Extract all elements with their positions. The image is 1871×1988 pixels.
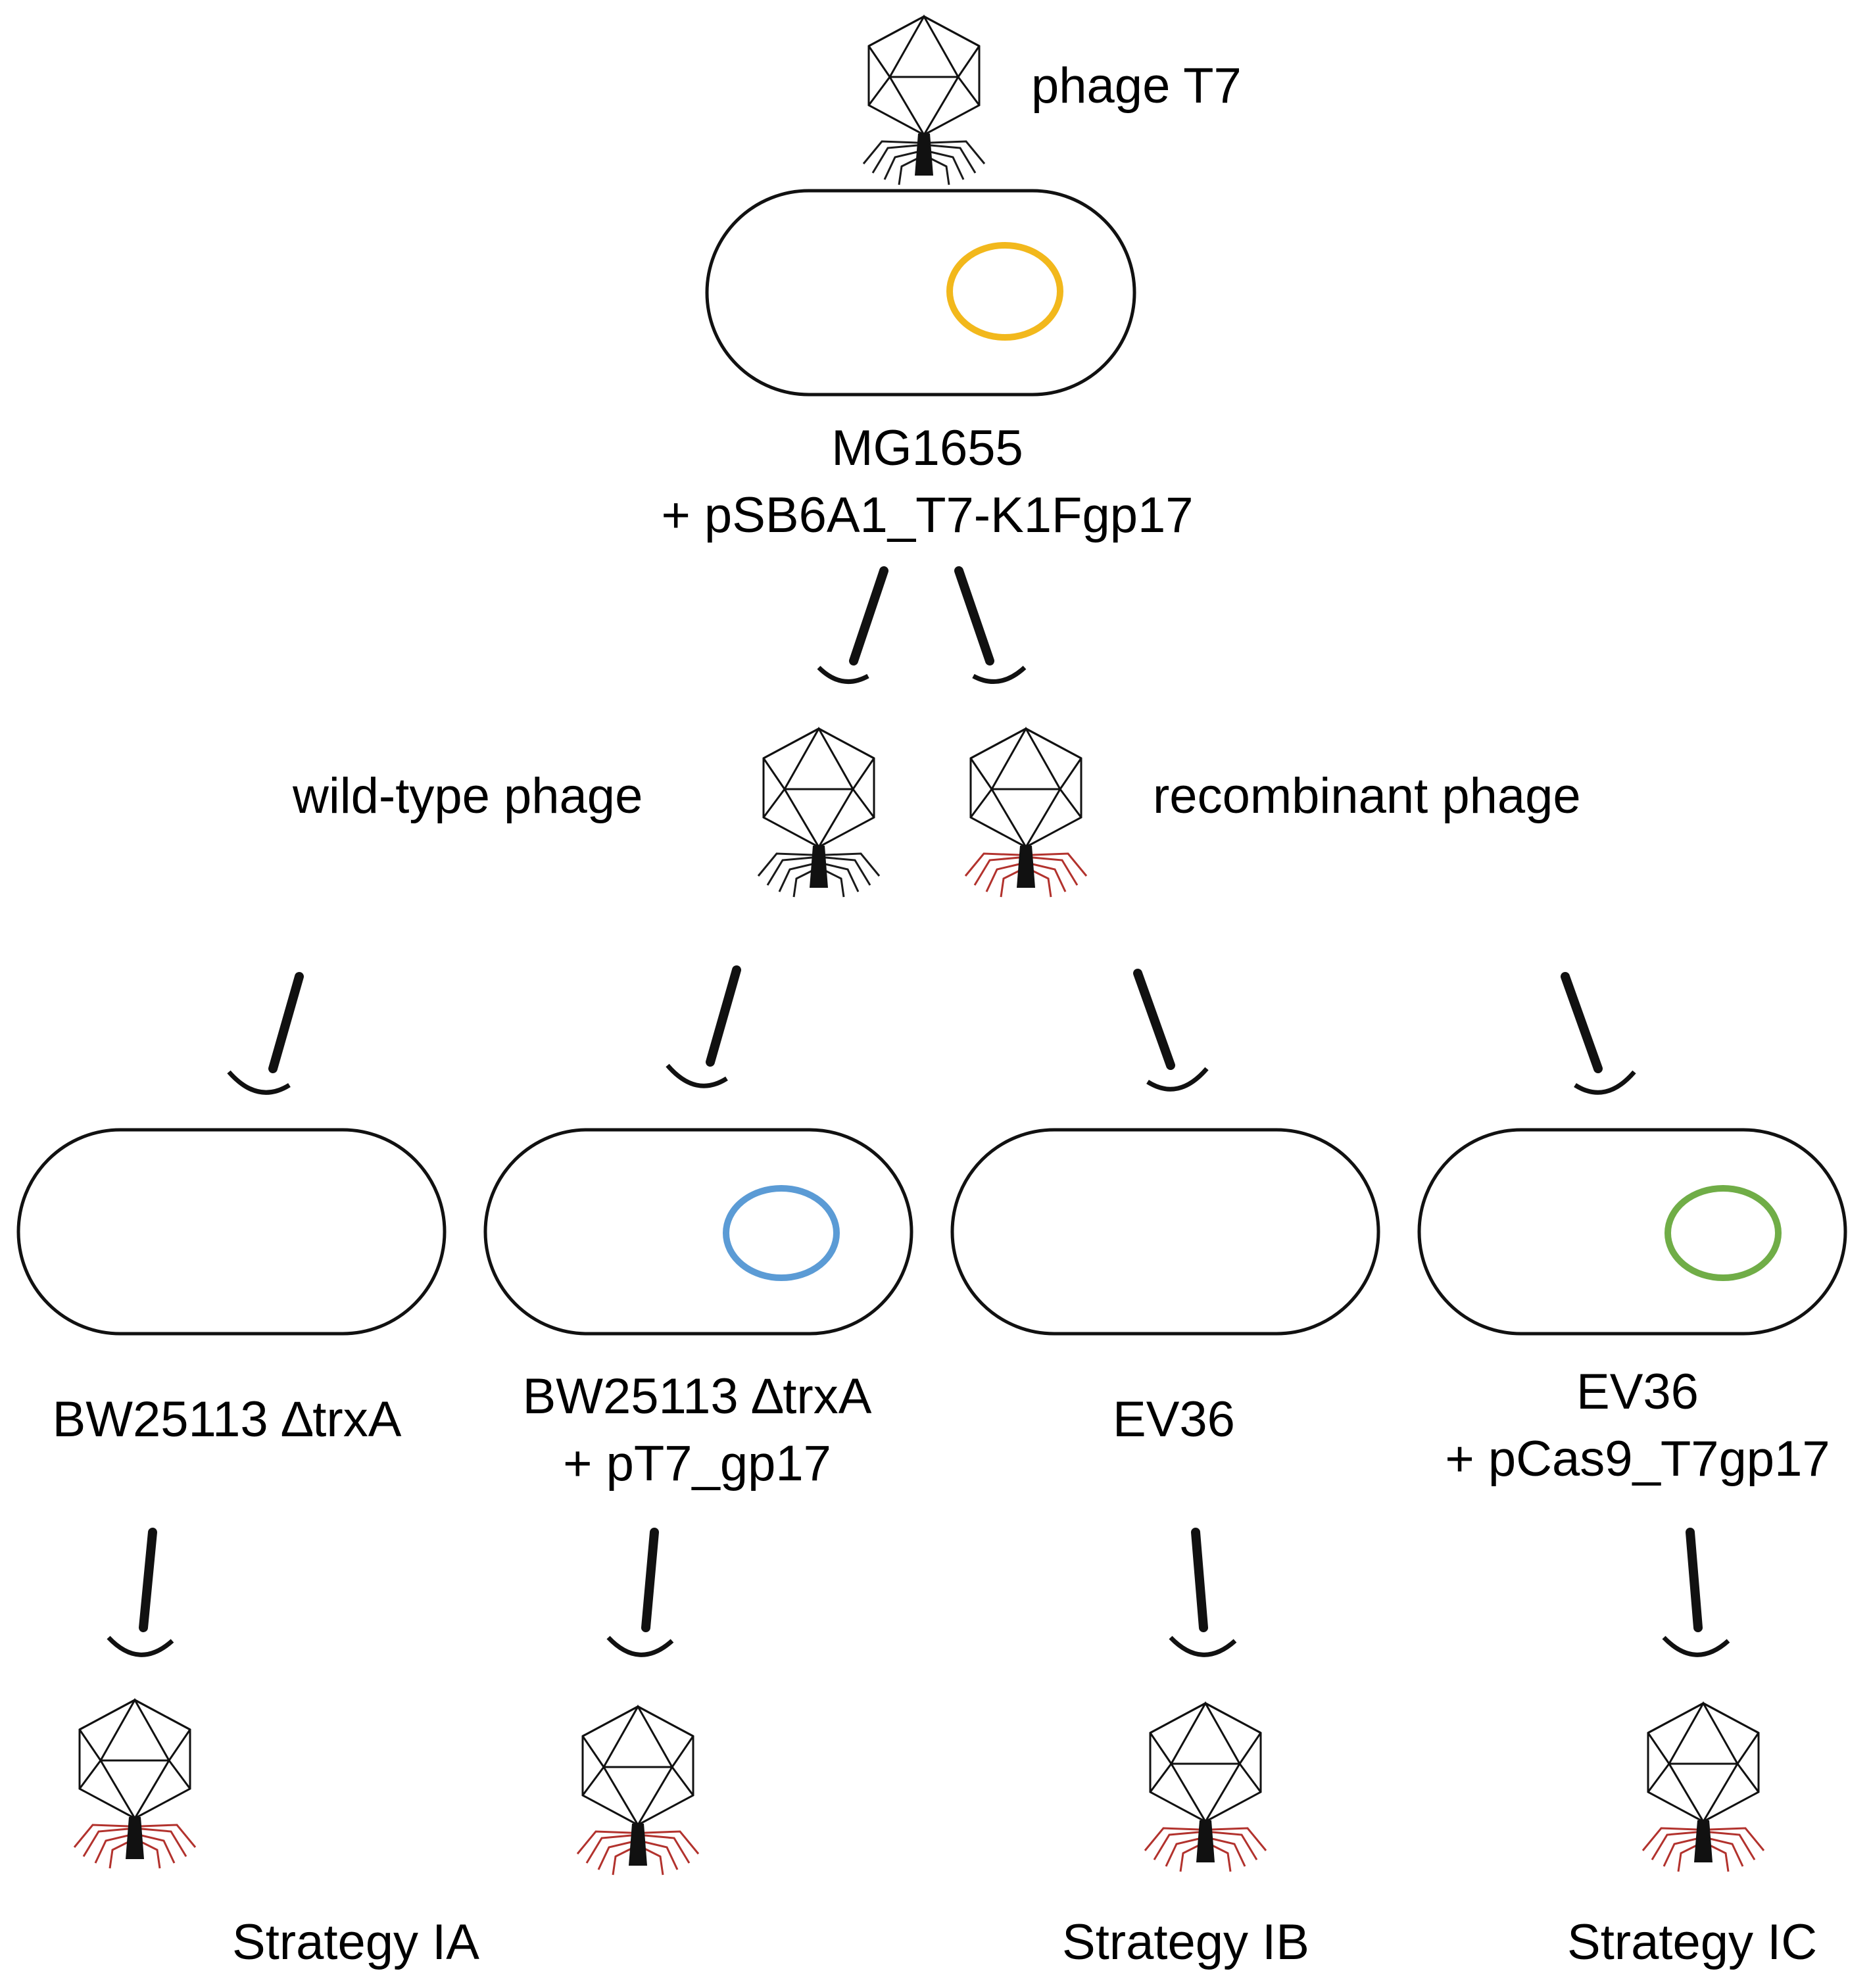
arrow-to-output-4-icon (1662, 1528, 1730, 1657)
host-2-name: BW25113 ∆trxA (522, 1369, 872, 1424)
arrow-to-recombinant-icon (954, 566, 1027, 684)
arrow-to-host-1-icon (227, 972, 304, 1095)
host-1-name: BW25113 ∆trxA (52, 1392, 402, 1447)
arrow-to-host-3-icon (1133, 969, 1209, 1092)
host-strain-name: MG1655 (831, 420, 1023, 476)
output-phage-ib-icon (1144, 1702, 1267, 1873)
phage-t7-icon (862, 15, 986, 186)
arrow-to-output-3-icon (1169, 1528, 1237, 1657)
arrow-to-output-2-icon (606, 1528, 674, 1657)
host-3-name: EV36 (1113, 1392, 1235, 1447)
host-4-name: EV36 (1576, 1364, 1699, 1420)
recombinant-phage-label: recombinant phage (1153, 768, 1581, 824)
phage-t7-label: phage T7 (1031, 58, 1242, 114)
recombinant-phage-icon (964, 727, 1088, 898)
host-4-plasmid: + pCas9_T7gp17 (1445, 1431, 1830, 1487)
host-cell-bw25113 (16, 1128, 447, 1336)
wild-type-phage-icon (757, 727, 881, 898)
output-phage-ic-icon (1641, 1702, 1765, 1873)
arrow-to-host-4-icon (1561, 972, 1636, 1095)
host-cell-mg1655 (705, 189, 1136, 397)
output-phage-ia-icon (73, 1699, 197, 1870)
host-cell-ev36-pcas9 (1417, 1128, 1847, 1336)
strategy-ib-label: Strategy IB (1062, 1914, 1309, 1970)
strategy-ia-label: Strategy IA (232, 1914, 479, 1970)
host-cell-ev36 (950, 1128, 1380, 1336)
wild-type-phage-label: wild-type phage (293, 768, 643, 824)
host-strain-plasmid: + pSB6A1_T7-K1Fgp17 (661, 487, 1194, 543)
host-2-plasmid: + pT7_gp17 (563, 1436, 831, 1491)
output-phage-ia-2-icon (576, 1705, 700, 1876)
arrow-to-host-2-icon (666, 965, 741, 1088)
plasmid-pcas9-icon (1664, 1185, 1782, 1281)
arrow-to-output-1-icon (107, 1528, 174, 1657)
arrow-to-wild-type-icon (817, 566, 888, 684)
strategy-ic-label: Strategy IC (1567, 1914, 1818, 1970)
plasmid-psb6a1-icon (946, 242, 1063, 341)
plasmid-pt7-gp17-icon (723, 1185, 840, 1281)
host-cell-bw25113-pt7 (483, 1128, 913, 1336)
